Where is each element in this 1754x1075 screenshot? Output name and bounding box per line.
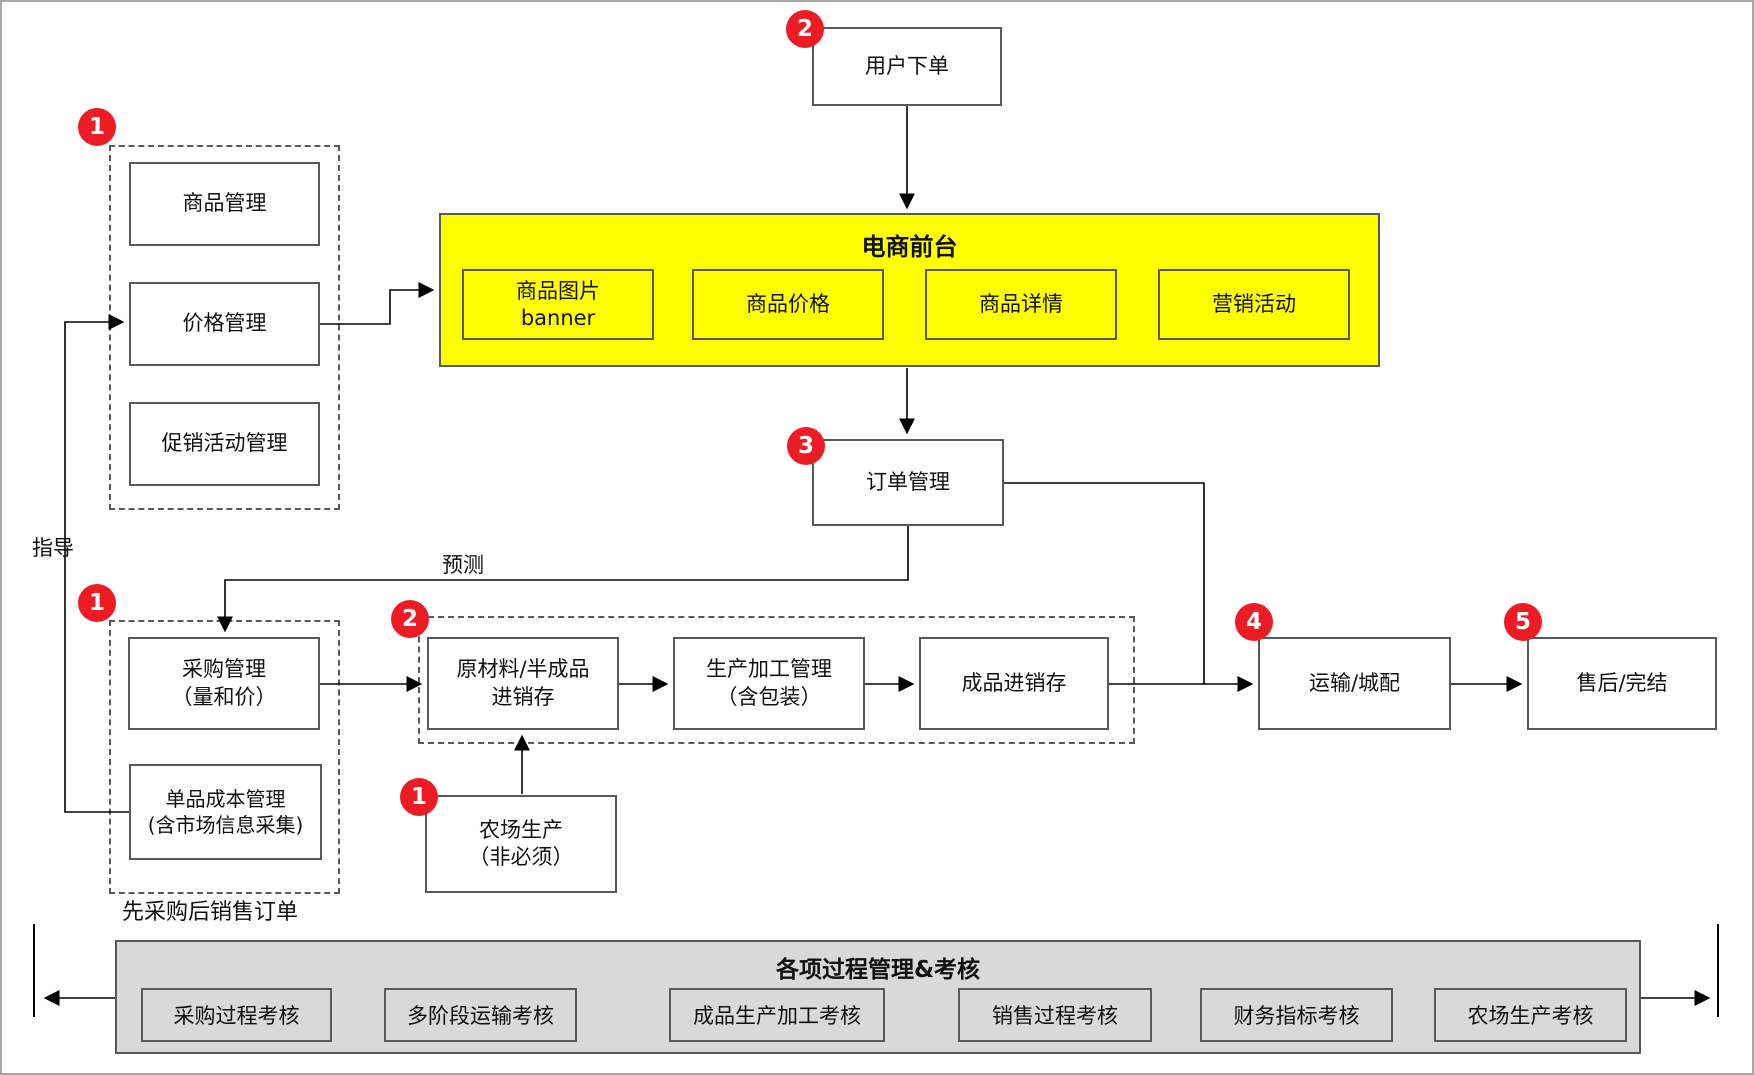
node-order-mgmt: 订单管理 bbox=[812, 439, 1004, 526]
node-purchase-mgmt: 采购管理 （量和价） bbox=[128, 637, 320, 730]
label-purchase-first: 先采购后销售订单 bbox=[122, 900, 299, 925]
node-aftersale: 售后/完结 bbox=[1527, 637, 1717, 730]
node-user-order: 用户下单 bbox=[812, 27, 1002, 106]
node-marketing-activity: 营销活动 bbox=[1158, 269, 1350, 340]
node-purchase-assessment: 采购过程考核 bbox=[141, 988, 332, 1042]
badge-order-mgmt: 3 bbox=[787, 427, 825, 465]
node-promotion-mgmt: 促销活动管理 bbox=[129, 402, 320, 486]
node-finished-inventory: 成品进销存 bbox=[919, 637, 1109, 730]
node-transport: 运输/城配 bbox=[1258, 637, 1451, 730]
badge-aftersale: 5 bbox=[1504, 603, 1542, 641]
node-product-price: 商品价格 bbox=[692, 269, 884, 340]
line-order-to-transport bbox=[1004, 482, 1205, 684]
label-guidance: 指导 bbox=[32, 536, 74, 560]
badge-transport: 4 bbox=[1235, 603, 1273, 641]
node-production-processing: 生产加工管理 （含包装） bbox=[673, 637, 865, 730]
arrow-merch-to-front bbox=[320, 282, 435, 325]
badge-production: 2 bbox=[391, 600, 429, 638]
arrow-forecast bbox=[217, 526, 909, 633]
node-product-image-banner: 商品图片 banner bbox=[462, 269, 654, 340]
badge-farm: 1 bbox=[400, 778, 438, 816]
badge-purchase: 1 bbox=[78, 584, 116, 622]
node-raw-material-inventory: 原材料/半成品 进销存 bbox=[427, 637, 619, 730]
node-farm-assessment: 农场生产考核 bbox=[1434, 988, 1627, 1042]
panel-title: 电商前台 bbox=[861, 233, 958, 261]
node-sales-assessment: 销售过程考核 bbox=[958, 988, 1152, 1042]
band-title: 各项过程管理&考核 bbox=[775, 957, 981, 983]
badge-merchandising: 1 bbox=[78, 108, 116, 146]
node-product-mgmt: 商品管理 bbox=[129, 162, 320, 246]
arrow-guidance bbox=[64, 314, 129, 813]
node-price-mgmt: 价格管理 bbox=[129, 282, 320, 366]
node-finance-assessment: 财务指标考核 bbox=[1200, 988, 1393, 1042]
node-transport-assessment: 多阶段运输考核 bbox=[384, 988, 577, 1042]
node-farm-production: 农场生产 （非必须） bbox=[425, 795, 617, 893]
label-forecast: 预测 bbox=[442, 553, 484, 577]
node-production-assessment: 成品生产加工考核 bbox=[669, 988, 885, 1042]
badge-user-order: 2 bbox=[786, 10, 824, 48]
node-product-detail: 商品详情 bbox=[925, 269, 1117, 340]
node-unit-cost-mgmt: 单品成本管理 (含市场信息采集) bbox=[129, 764, 322, 860]
